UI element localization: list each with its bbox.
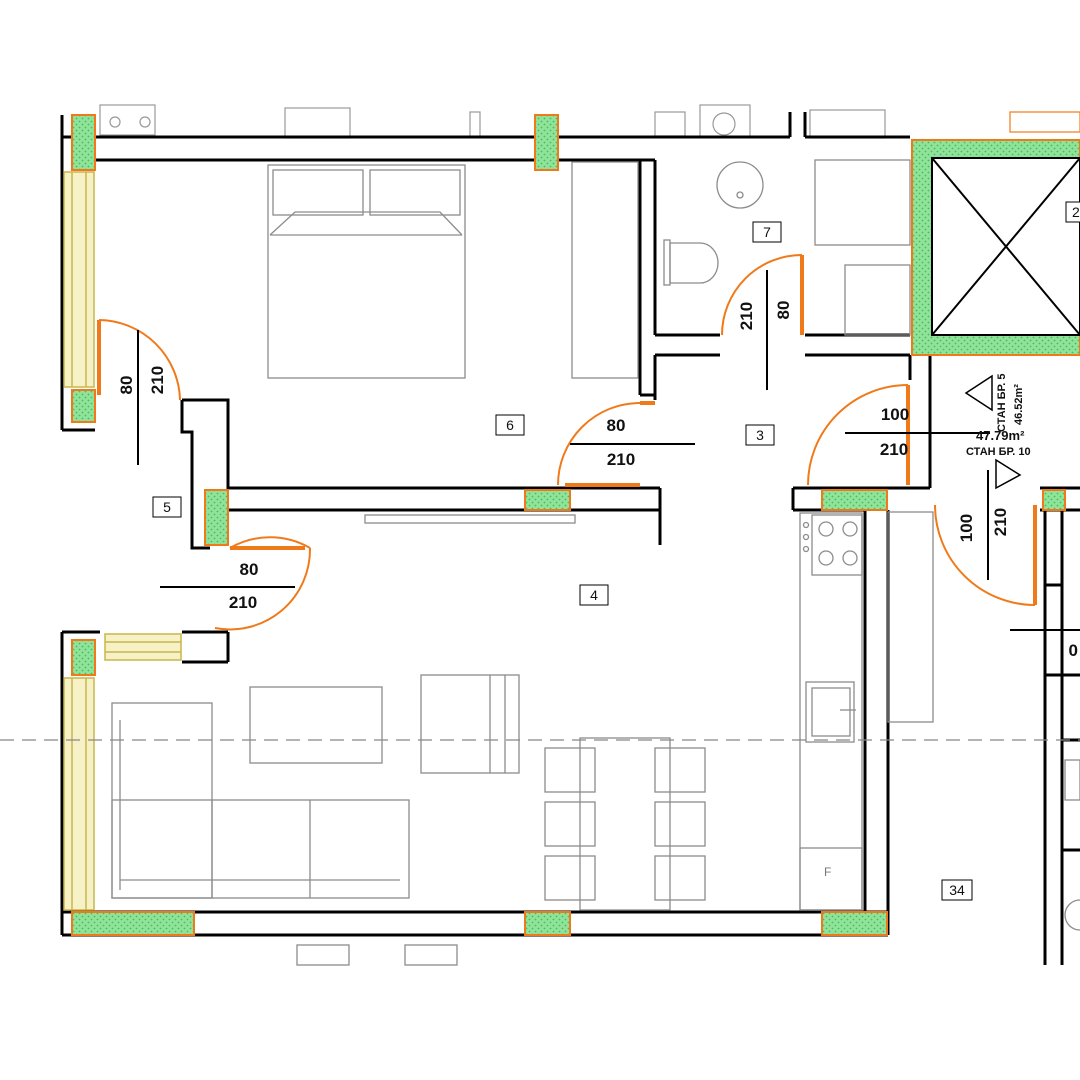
room-2-label: 2 bbox=[1072, 204, 1080, 220]
apartment-info: СТАН БР. 5 46.52m² 47.79m² СТАН БР. 10 bbox=[966, 374, 1031, 458]
apt5-area: 46.52m² bbox=[1013, 384, 1025, 425]
area-markers bbox=[964, 374, 1022, 490]
fridge-label: F bbox=[824, 865, 831, 879]
door-living-height: 210 bbox=[229, 593, 257, 612]
door-neighbor-width: 100 bbox=[957, 514, 976, 542]
room-34-label: 34 bbox=[949, 882, 965, 898]
door-labels: 80 210 80 210 210 80 100 210 80 210 100 … bbox=[117, 301, 1078, 660]
furniture bbox=[111, 159, 1080, 966]
door-hall-bedroom-width: 80 bbox=[607, 416, 626, 435]
door-living-width: 80 bbox=[240, 560, 259, 579]
room-6-label: 6 bbox=[506, 417, 514, 433]
structural-columns bbox=[71, 114, 1066, 936]
walls bbox=[60, 112, 1080, 965]
neighbor-furniture-top bbox=[99, 104, 1080, 139]
door-bedroom-width: 80 bbox=[117, 376, 136, 395]
door-partial-width: 0 bbox=[1069, 641, 1078, 660]
door-bedroom-height: 210 bbox=[148, 366, 167, 394]
door-entrance-height: 210 bbox=[880, 440, 908, 459]
apt5-label: СТАН БР. 5 bbox=[996, 374, 1008, 432]
door-entrance-width: 100 bbox=[881, 405, 909, 424]
room-3-label: 3 bbox=[756, 427, 764, 443]
room-4-label: 4 bbox=[590, 587, 598, 603]
door-bathroom-width: 80 bbox=[774, 301, 793, 320]
apt10-label: СТАН БР. 10 bbox=[966, 446, 1031, 458]
windows bbox=[63, 171, 182, 911]
dimension-lines bbox=[137, 270, 1080, 631]
room-7-label: 7 bbox=[763, 224, 771, 240]
door-bathroom-height: 210 bbox=[737, 302, 756, 330]
door-swings bbox=[97, 254, 1037, 631]
room-5-label: 5 bbox=[163, 499, 171, 515]
apt10-area: 47.79m² bbox=[976, 428, 1025, 443]
door-hall-bedroom-height: 210 bbox=[607, 450, 635, 469]
elevator-shaft bbox=[911, 139, 1080, 356]
door-neighbor-height: 210 bbox=[991, 508, 1010, 536]
room-labels: 5 6 3 7 4 34 2 bbox=[152, 201, 1080, 901]
